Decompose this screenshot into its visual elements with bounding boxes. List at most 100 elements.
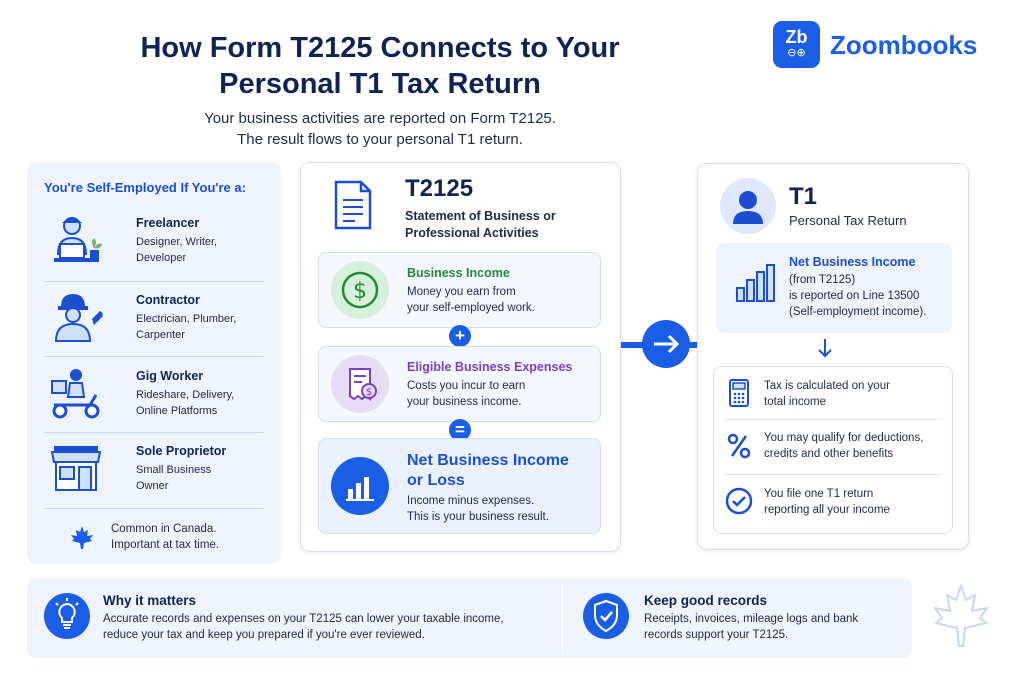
role-description: Electrician, Plumber, Carpenter — [136, 311, 266, 343]
role-freelancer: Freelancer Designer, Writer, Developer — [44, 212, 266, 282]
net-income-reported-box — [716, 243, 952, 333]
net-income-reported-heading: Net Business Income — [789, 255, 916, 269]
plus-icon: + — [449, 325, 471, 347]
business-expenses-description: Costs you incur to earn your business in… — [407, 378, 592, 410]
why-it-matters-heading: Why it matters — [103, 593, 197, 608]
t1-item-line: You file one T1 return — [764, 488, 874, 500]
keep-records-description: Receipts, invoices, mileage logs and ban… — [644, 611, 904, 643]
business-income-box: $ Business Income Money you earn from yo… — [318, 252, 601, 328]
heading-line: or Loss — [407, 472, 465, 489]
bottom-info-bar — [27, 578, 912, 658]
footnote-line: Common in Canada. — [111, 523, 217, 535]
divider — [724, 474, 942, 475]
freelancer-laptop-icon — [54, 217, 102, 262]
bar-chart-icon — [331, 457, 389, 515]
self-employed-footnote: Common in Canada. Important at tax time. — [111, 521, 271, 553]
t2125-subtitle: Statement of Business or Professional Ac… — [405, 208, 605, 242]
person-avatar-icon — [720, 178, 776, 234]
role-description: Designer, Writer, Developer — [136, 234, 266, 266]
subtitle-line-1: Your business activities are reported on… — [204, 110, 556, 127]
role-desc-line: Developer — [136, 252, 187, 264]
role-desc-line: Owner — [136, 480, 169, 492]
page-subtitle: Your business activities are reported on… — [60, 108, 700, 150]
net-business-income-box: Net Business Income or Loss Income minus… — [318, 438, 601, 534]
divider — [44, 432, 264, 433]
logo-mark-text: Zb — [785, 27, 808, 47]
calculator-icon — [729, 379, 749, 407]
svg-text:$: $ — [353, 279, 367, 304]
growth-bar-chart-icon — [736, 264, 775, 302]
t1-title: T1 — [789, 183, 818, 210]
role-description: Rideshare, Delivery, Online Platforms — [136, 387, 266, 419]
net-business-income-heading: Net Business Income or Loss — [407, 451, 569, 491]
desc-line: (from T2125) — [789, 274, 856, 286]
gig-scooter-icon — [51, 369, 100, 419]
desc-line: Income minus expenses. — [407, 495, 535, 507]
business-expenses-box: $ Eligible Business Expenses Costs you i… — [318, 346, 601, 422]
storefront-icon — [50, 446, 102, 491]
net-business-income-description: Income minus expenses. This is your busi… — [407, 493, 592, 525]
title-line-1: How Form T2125 Connects to Your — [140, 32, 620, 64]
net-income-reported-description: (from T2125) is reported on Line 13500 (… — [789, 272, 949, 320]
business-income-description: Money you earn from your self-employed w… — [407, 284, 592, 316]
role-description: Small Business Owner — [136, 462, 266, 494]
desc-line: records support your T2125. — [644, 629, 789, 641]
t2125-title: T2125 — [405, 175, 474, 202]
desc-line: (Self-employment income). — [789, 306, 927, 318]
contractor-hardhat-icon — [54, 294, 103, 342]
desc-line: This is your business result. — [407, 511, 549, 523]
role-desc-line: Electrician, Plumber, — [136, 313, 237, 325]
role-desc-line: Carpenter — [136, 329, 185, 341]
checkmark-circle-icon — [725, 487, 753, 515]
divider — [44, 356, 264, 357]
t1-details-list — [713, 366, 953, 534]
percent-icon — [727, 433, 751, 459]
role-title: Sole Proprietor — [136, 444, 227, 458]
t1-item: You file one T1 return reporting all you… — [764, 486, 949, 518]
maple-leaf-outline-icon — [932, 583, 990, 647]
page-title: How Form T2125 Connects to Your Personal… — [60, 30, 700, 102]
logo-mark-ops: ⊖⊕ — [787, 47, 806, 59]
desc-line: Costs you incur to earn — [407, 380, 526, 392]
subtitle-line-2: The result flows to your personal T1 ret… — [237, 131, 523, 148]
desc-line: is reported on Line 13500 — [789, 290, 920, 302]
t2125-subtitle-line: Professional Activities — [405, 226, 539, 240]
footnote-line: Important at tax time. — [111, 539, 220, 551]
role-desc-line: Designer, Writer, — [136, 236, 218, 248]
role-title: Freelancer — [136, 216, 200, 230]
down-arrow-icon — [818, 339, 832, 358]
role-gig-worker: Gig Worker Rideshare, Delivery, Online P… — [44, 365, 266, 435]
title-line-2: Personal T1 Tax Return — [219, 68, 541, 100]
role-sole-proprietor: Sole Proprietor Small Business Owner — [44, 440, 266, 510]
self-employed-heading: You're Self-Employed If You're a: — [44, 180, 246, 195]
shield-check-icon — [583, 593, 629, 639]
role-desc-line: Online Platforms — [136, 405, 218, 417]
divider — [44, 508, 264, 509]
role-desc-line: Small Business — [136, 464, 212, 476]
flow-arrow-icon — [642, 320, 690, 368]
equals-icon: = — [449, 419, 471, 441]
why-it-matters-description: Accurate records and expenses on your T2… — [103, 611, 548, 643]
t1-item-line: credits and other benefits — [764, 448, 894, 460]
t1-item: You may qualify for deductions, credits … — [764, 430, 949, 462]
logo-mark: Zb ⊖⊕ — [773, 21, 820, 68]
bottom-separator — [562, 584, 563, 652]
t1-item: Tax is calculated on your total income — [764, 378, 949, 410]
desc-line: your business income. — [407, 396, 522, 408]
desc-line: Accurate records and expenses on your T2… — [103, 613, 504, 625]
logo-name: Zoombooks — [830, 30, 978, 60]
t1-item-line: You may qualify for deductions, — [764, 432, 924, 444]
role-title: Contractor — [136, 293, 200, 307]
t2125-subtitle-line: Statement of Business or — [405, 209, 556, 223]
heading-line: Net Business Income — [407, 452, 569, 469]
desc-line: your self-employed work. — [407, 302, 535, 314]
desc-line: Receipts, invoices, mileage logs and ban… — [644, 613, 859, 625]
divider — [724, 419, 942, 420]
role-contractor: Contractor Electrician, Plumber, Carpent… — [44, 289, 266, 359]
desc-line: reduce your tax and keep you prepared if… — [103, 629, 425, 641]
receipt-icon: $ — [331, 355, 389, 413]
lightbulb-icon — [44, 593, 90, 639]
role-desc-line: Rideshare, Delivery, — [136, 389, 235, 401]
business-income-heading: Business Income — [407, 266, 510, 280]
business-expenses-heading: Eligible Business Expenses — [407, 360, 573, 374]
